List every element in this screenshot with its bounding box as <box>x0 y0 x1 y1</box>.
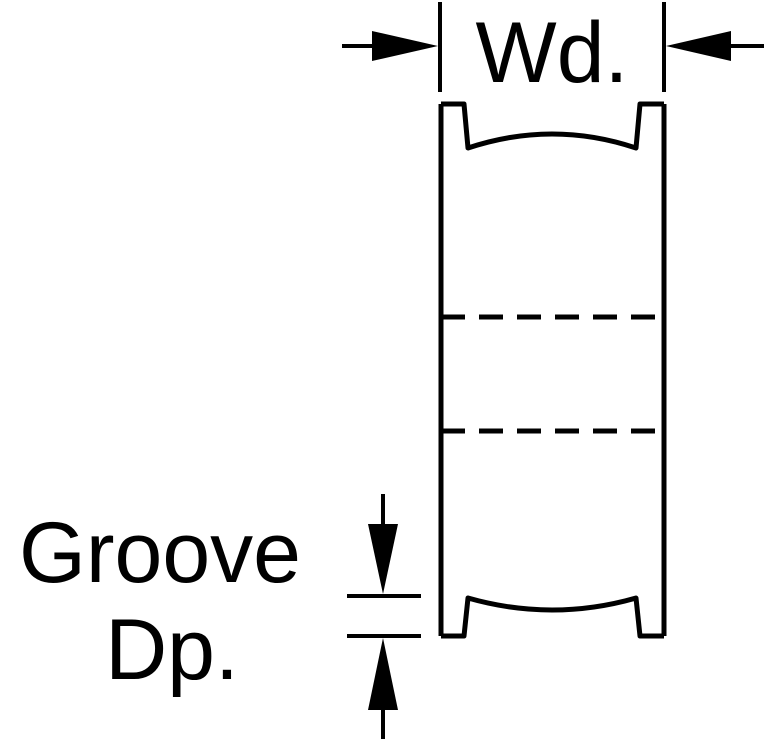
pulley-top-groove <box>441 101 664 151</box>
groove-arrow-top-head <box>368 524 398 594</box>
width-arrow-left-head <box>372 31 438 61</box>
pulley-bottom-groove <box>441 595 664 639</box>
groove-label-line2: Dp. <box>105 602 239 698</box>
groove-arrow-bottom-head <box>368 638 398 710</box>
width-arrow-right-head <box>666 31 731 61</box>
groove-label-line1: Groove <box>19 505 301 601</box>
pulley-body <box>438 101 667 639</box>
width-label: Wd. <box>476 5 629 101</box>
